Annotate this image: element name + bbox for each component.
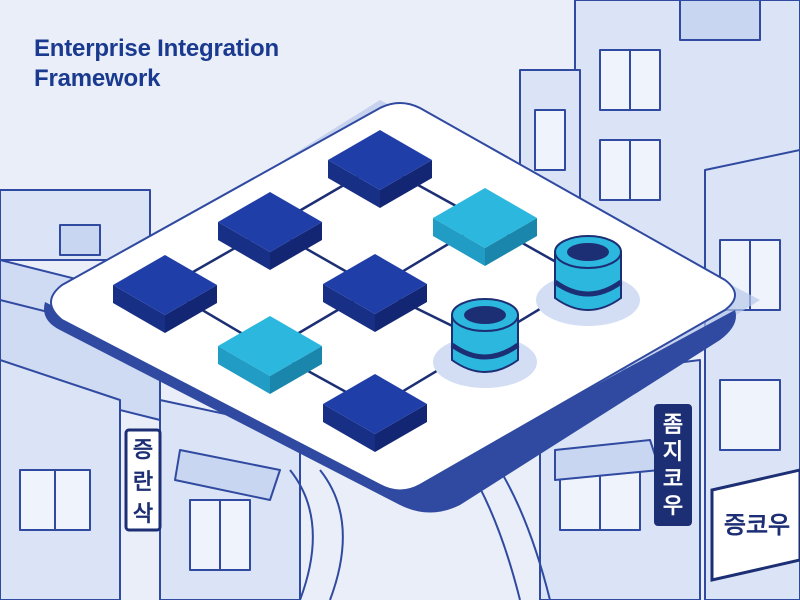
database-node-2 <box>433 298 537 388</box>
block-top <box>113 255 217 315</box>
block-right-face <box>165 285 217 333</box>
block-top <box>218 316 322 376</box>
block-node-5 <box>433 188 537 266</box>
block-node-2 <box>218 192 322 270</box>
block-top <box>218 192 322 252</box>
sign-left-char-1: 증 <box>133 438 153 463</box>
platform-edge <box>44 302 736 513</box>
title-line-2: Framework <box>34 65 161 92</box>
block-node-4 <box>323 254 427 332</box>
sign-left-char-3: 삭 <box>133 502 153 527</box>
block-left-face <box>113 285 165 333</box>
database-node-1 <box>536 235 640 326</box>
node-blocks <box>113 130 537 452</box>
sign-right-horizontal-text: 증코우 <box>724 511 790 539</box>
sign-right-vertical: 좀 지 코 우 <box>654 404 692 526</box>
sign-right-char-2: 지 <box>663 440 683 465</box>
block-node-6 <box>218 316 322 394</box>
block-node-1 <box>328 130 432 208</box>
sign-left-char-2: 란 <box>133 470 153 495</box>
block-left-face <box>323 284 375 332</box>
block-top <box>323 374 427 434</box>
block-left-face <box>218 222 270 270</box>
block-top <box>323 254 427 314</box>
block-top <box>328 130 432 190</box>
title-line-1: Enterprise Integration <box>34 35 279 62</box>
block-right-face <box>270 222 322 270</box>
block-left-face <box>218 346 270 394</box>
block-left-face <box>433 218 485 266</box>
page-title: Enterprise Integration Framework <box>34 34 279 94</box>
sign-right-char-1: 좀 <box>663 413 683 438</box>
block-right-face <box>270 346 322 394</box>
sign-right-horizontal: 증코우 <box>710 468 800 582</box>
block-right-face <box>380 160 432 208</box>
block-node-3 <box>113 255 217 333</box>
block-right-face <box>375 284 427 332</box>
block-node-7 <box>323 374 427 452</box>
block-right-face <box>485 218 537 266</box>
block-left-face <box>323 404 375 452</box>
sign-right-char-4: 우 <box>663 494 683 519</box>
sign-left: 증 란 삭 <box>124 428 162 532</box>
sign-right-char-3: 코 <box>663 467 683 492</box>
block-top <box>433 188 537 248</box>
block-right-face <box>375 404 427 452</box>
block-left-face <box>328 160 380 208</box>
